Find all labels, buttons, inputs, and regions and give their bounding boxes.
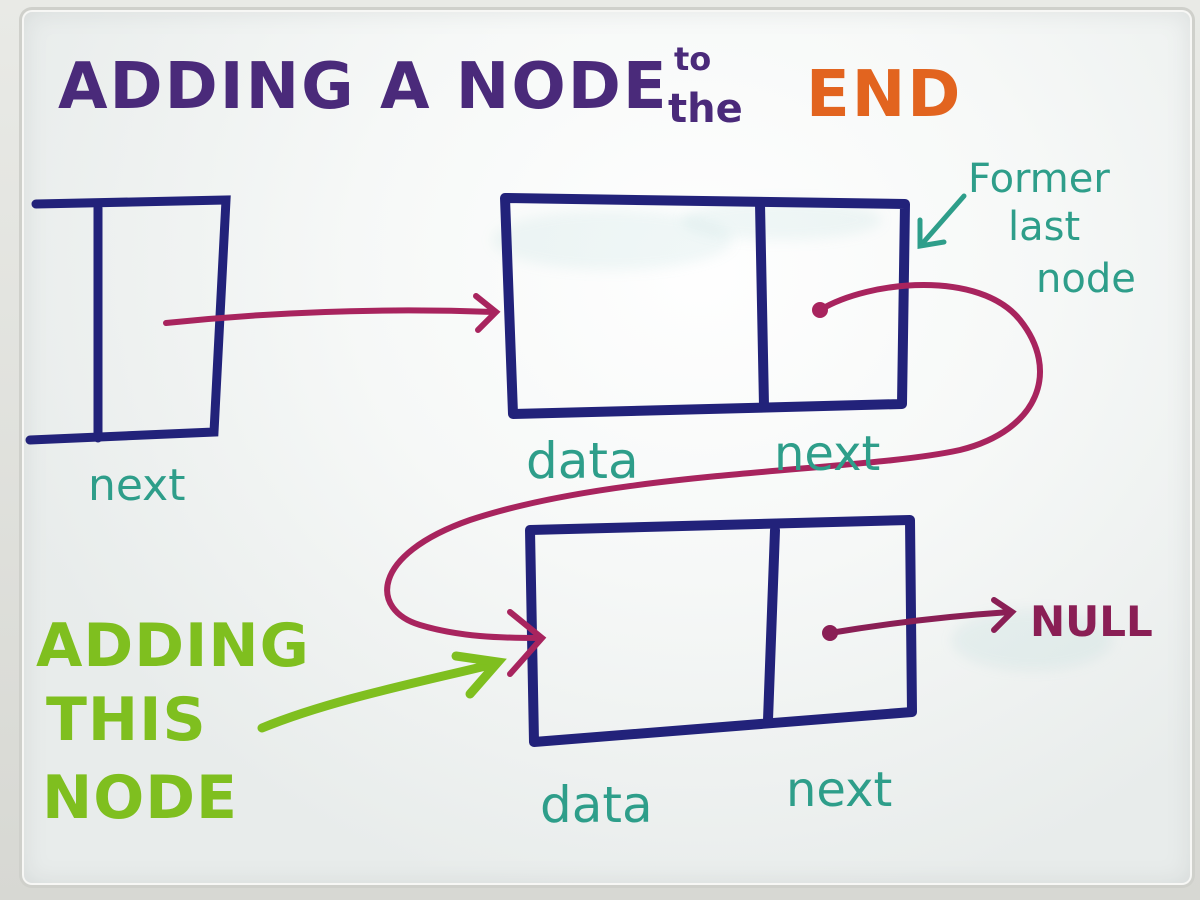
title-the: the (668, 86, 743, 132)
adding-node-indicator-arrow (257, 651, 507, 733)
node1-data-label: data (526, 432, 639, 490)
new-next-to-null-arrow (822, 597, 1017, 641)
title: ADDING A NODE to the END (58, 40, 962, 132)
null-label: NULL (1030, 597, 1153, 646)
former-note-line3: node (1036, 256, 1136, 302)
head-next-label: next (88, 460, 185, 511)
title-main: ADDING A NODE (58, 50, 669, 124)
adding-this-node-note: ADDING THIS NODE (36, 611, 310, 833)
whiteboard-surface (22, 10, 1192, 885)
adding-note-line3: NODE (42, 763, 238, 833)
marker-smudge (952, 610, 1112, 670)
former-last-node-note: Former last node (968, 156, 1136, 302)
adding-note-line1: ADDING (36, 611, 310, 681)
node2-next-label: next (786, 762, 892, 818)
marker-smudge (492, 210, 732, 270)
former-last-node-indicator-arrow (917, 193, 967, 249)
adding-note-line2: THIS (46, 685, 207, 755)
former-note-line1: Former (968, 156, 1110, 202)
title-to: to (674, 40, 711, 78)
head-to-node-arrow (163, 293, 501, 333)
new-node-box (525, 515, 917, 747)
title-end: END (806, 58, 962, 132)
former-next-to-new-node-arrow (384, 282, 1043, 677)
former-last-node-box (500, 193, 910, 419)
former-note-line2: last (1008, 204, 1080, 250)
node2-data-label: data (540, 776, 653, 834)
node1-next-label: next (774, 426, 880, 482)
